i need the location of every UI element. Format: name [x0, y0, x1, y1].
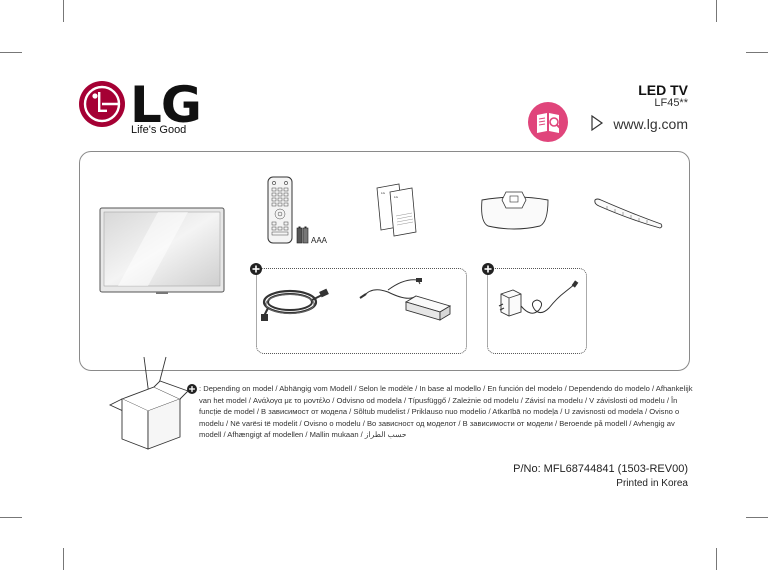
- logo-wordmark: LG: [130, 76, 202, 134]
- product-type: LED TV: [638, 82, 688, 98]
- crop-mark: [746, 52, 768, 53]
- ac-adapter-icon: [359, 278, 452, 321]
- optional-items-area: [256, 268, 467, 354]
- plus-icon: [250, 263, 262, 275]
- stand-bar-icon: [594, 198, 663, 229]
- svg-text:LG: LG: [381, 191, 386, 195]
- user-manual-icon: LG LG: [376, 183, 417, 237]
- arrow-right-icon: [591, 114, 604, 132]
- tagline: Life's Good: [131, 124, 187, 136]
- manual-book-icon: [528, 102, 568, 142]
- plus-icon: [482, 263, 494, 275]
- website-link[interactable]: www.lg.com: [613, 116, 688, 132]
- plus-icon: [187, 384, 197, 394]
- crop-mark: [0, 52, 22, 53]
- part-number: P/No: MFL68744841 (1503-REV00): [513, 463, 688, 475]
- crop-mark: [63, 0, 64, 22]
- optional-items-area: [487, 268, 587, 354]
- printed-in: Printed in Korea: [616, 478, 688, 489]
- lg-logo-icon: [79, 81, 125, 127]
- tv-illustration-icon: [99, 207, 225, 294]
- remote-control-icon: [267, 176, 293, 244]
- battery-label: AAA: [311, 236, 328, 245]
- power-cord-icon: [261, 288, 329, 321]
- model-number: LF45**: [654, 97, 688, 109]
- depending-on-model-note: : Depending on model / Abhängig vom Mode…: [199, 384, 693, 440]
- batteries-icon: [296, 226, 309, 244]
- crop-mark: [0, 517, 22, 518]
- stand-base-icon: [481, 191, 549, 230]
- crop-mark: [716, 0, 717, 22]
- svg-text:LG: LG: [394, 195, 399, 199]
- crop-mark: [63, 548, 64, 570]
- crop-mark: [716, 548, 717, 570]
- power-adapter-icon: [498, 280, 579, 317]
- crop-mark: [746, 517, 768, 518]
- packing-box-icon: [108, 356, 189, 450]
